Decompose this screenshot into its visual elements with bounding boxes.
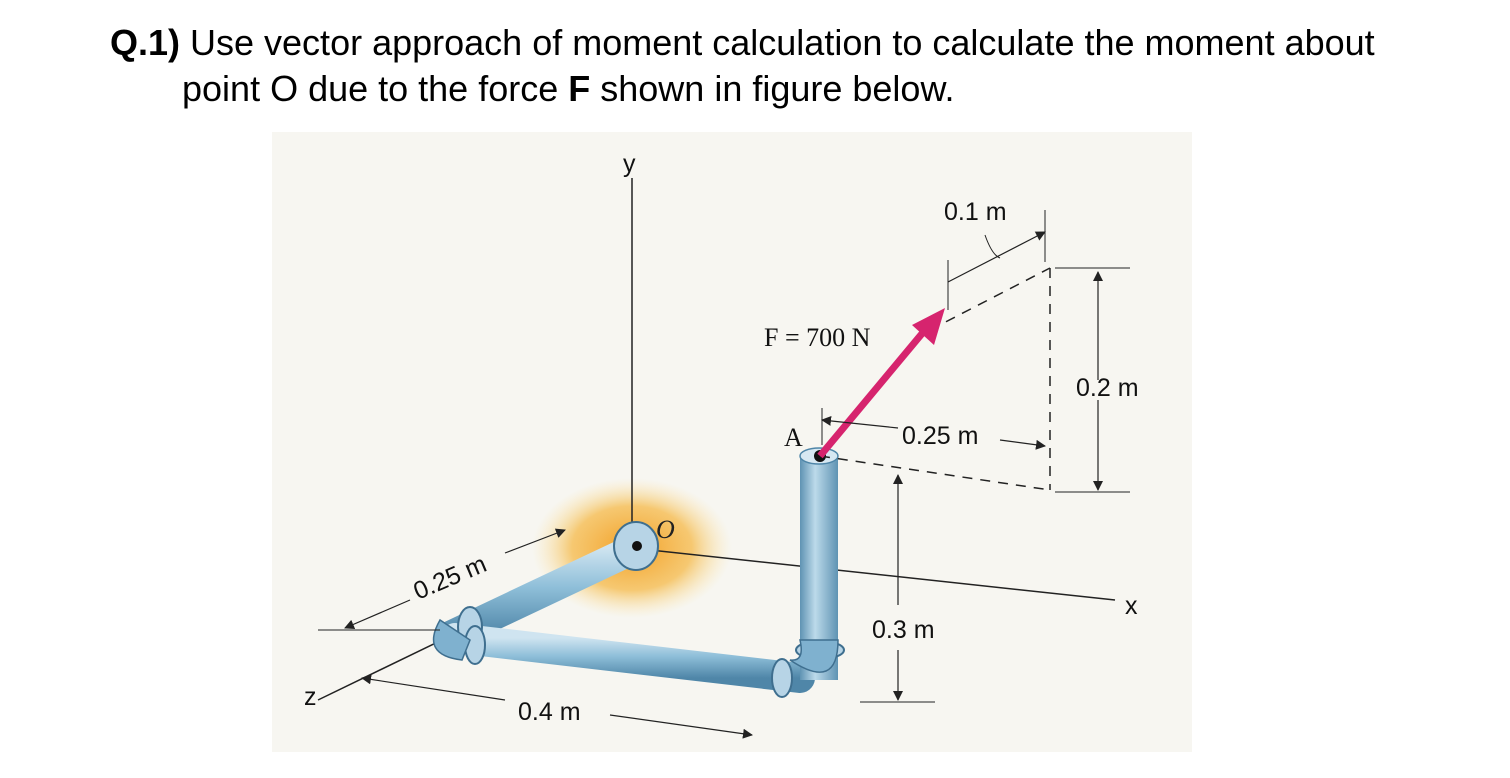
force-symbol: F	[568, 68, 591, 109]
dim-0-25-top-label: 0.25 m	[902, 422, 978, 450]
question-text: Q.1) Use vector approach of moment calcu…	[110, 20, 1490, 112]
dim-0-25-top-right	[999, 439, 1046, 450]
dim-0-2-label: 0.2 m	[1076, 374, 1139, 402]
dim-0-4-line-left	[361, 674, 506, 701]
pipe-elbow1	[432, 618, 471, 661]
question-number: Q.1)	[110, 22, 181, 63]
force-label: F = 700 N	[764, 323, 871, 352]
force-arrow-shaft	[817, 327, 928, 459]
pipe-elbow2	[789, 639, 839, 673]
question-line2: point O due to the force F shown in figu…	[110, 66, 1490, 112]
dim-0-25-z-line	[504, 528, 566, 554]
origin-point	[632, 541, 642, 551]
dim-0-1-line	[947, 231, 1046, 283]
question-text-part3: shown in figure below.	[590, 68, 955, 109]
x-axis	[631, 547, 1116, 601]
question-text-part2: point O due to the force	[182, 68, 569, 109]
dim-0-1-label: 0.1 m	[944, 198, 1007, 226]
dim-0-4-label: 0.4 m	[518, 698, 581, 726]
pipe-segment-x	[440, 623, 815, 693]
y-axis-label: y	[623, 150, 636, 178]
force-arrow-head	[912, 308, 945, 345]
x-axis-label: x	[1125, 592, 1138, 620]
dashed-diagonal	[929, 267, 1051, 331]
dashed-horizontal-a	[819, 455, 1051, 491]
point-a-label: A	[784, 423, 803, 452]
dim-0-1-leader	[984, 234, 1001, 259]
dim-0-4-line-right	[609, 714, 753, 739]
dim-0-3-label: 0.3 m	[872, 616, 935, 644]
z-axis-label: z	[304, 683, 317, 711]
pipe-segment-z	[437, 533, 651, 650]
question-text-part1: Use vector approach of moment calculatio…	[180, 22, 1375, 63]
dim-0-25-top-left	[821, 415, 899, 429]
origin-label: O	[656, 515, 675, 544]
dim-0-25-z-line2	[344, 599, 411, 630]
coupling-elbow2	[771, 658, 793, 698]
